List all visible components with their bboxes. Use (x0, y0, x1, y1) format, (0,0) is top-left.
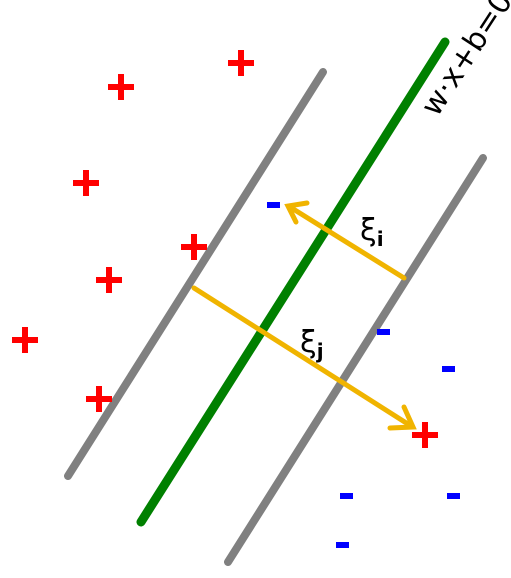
negative-point (447, 493, 460, 499)
positive-points (12, 50, 438, 448)
lower-margin-line (224, 154, 487, 566)
negative-points (267, 202, 460, 548)
positive-point (108, 74, 134, 100)
upper-margin-line (64, 68, 327, 480)
positive-point-misclassified (412, 422, 438, 448)
positive-point (181, 234, 207, 260)
negative-point-in-margin (267, 202, 280, 208)
slack-j-label: ξj (300, 325, 324, 363)
negative-point (377, 329, 390, 335)
slack-i-label: ξi (360, 213, 384, 251)
positive-point (12, 327, 38, 353)
negative-point (336, 542, 349, 548)
positive-point (228, 50, 254, 76)
negative-point (340, 493, 353, 499)
positive-point (86, 386, 112, 412)
slack-arrow-j (191, 285, 417, 431)
positive-point (96, 267, 122, 293)
slack-arrow-i (284, 200, 407, 281)
negative-point (442, 366, 455, 372)
hyperplane-line (136, 37, 450, 527)
positive-point (73, 170, 99, 196)
